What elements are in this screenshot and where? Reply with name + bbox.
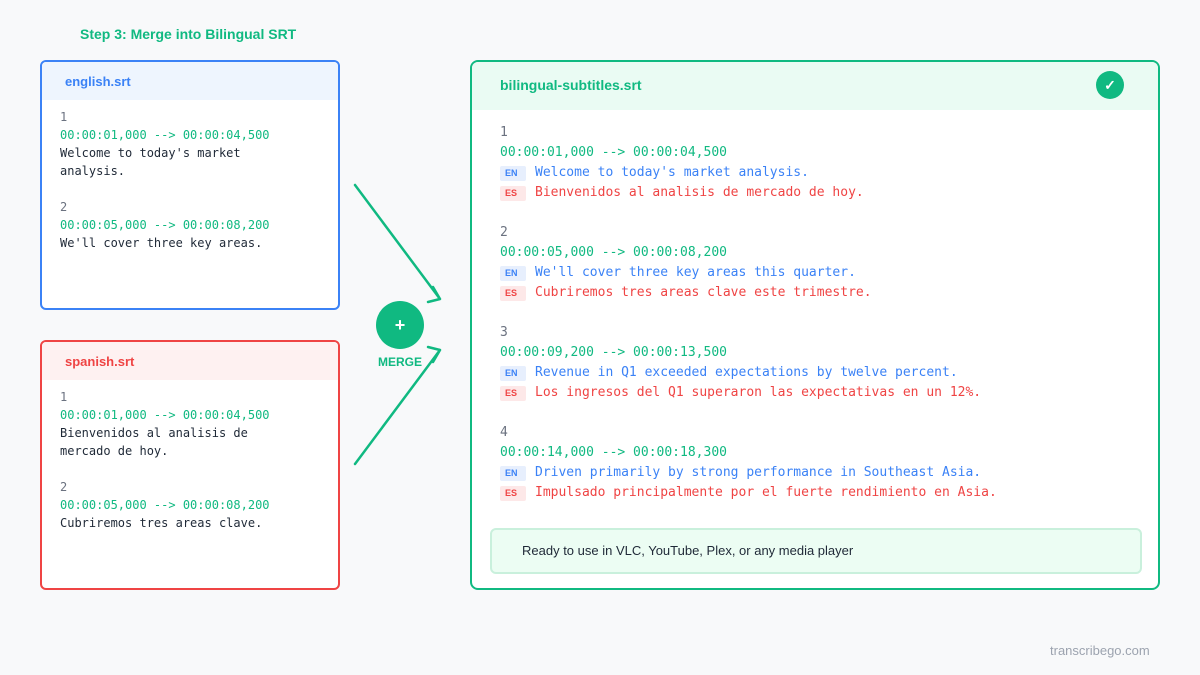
english-line: Welcome to today's market analysis. (535, 165, 809, 180)
es-language-tag: ES (500, 485, 526, 501)
spanish-line: Los ingresos del Q1 superaron las expect… (535, 385, 982, 400)
bilingual-srt-header: bilingual-subtitles.srt ✓ (472, 62, 1158, 110)
bilingual-cue: 2 00:00:05,000 --> 00:00:08,200 EN We'll … (500, 223, 1158, 303)
cue-number: 1 (60, 110, 68, 124)
cue-number: 1 (500, 125, 508, 140)
spanish-srt-filename: spanish.srt (42, 342, 338, 380)
cue-timestamp: 00:00:01,000 --> 00:00:04,500 (60, 128, 270, 142)
ready-message: Ready to use in VLC, YouTube, Plex, or a… (490, 528, 1142, 574)
bilingual-srt-panel: bilingual-subtitles.srt ✓ 1 00:00:01,000… (470, 60, 1160, 590)
english-srt-filename: english.srt (42, 62, 338, 100)
merge-arrows (353, 183, 442, 466)
es-language-tag: ES (500, 385, 526, 401)
spanish-line: Impulsado principalmente por el fuerte r… (535, 485, 997, 500)
cue-number: 2 (60, 200, 68, 214)
cue-text: Welcome to today's market analysis. (60, 146, 241, 178)
subtitle-cue: 1 00:00:01,000 --> 00:00:04,500 Bienveni… (60, 388, 338, 460)
subtitle-cue: 1 00:00:01,000 --> 00:00:04,500 Welcome … (60, 108, 338, 180)
cue-timestamp: 00:00:05,000 --> 00:00:08,200 (500, 245, 727, 260)
bilingual-srt-filename: bilingual-subtitles.srt (500, 77, 642, 93)
english-srt-panel: english.srt 1 00:00:01,000 --> 00:00:04,… (40, 60, 340, 310)
cue-timestamp: 00:00:05,000 --> 00:00:08,200 (60, 498, 270, 512)
footer-watermark: transcribego.com (1050, 643, 1150, 658)
english-line: Revenue in Q1 exceeded expectations by t… (535, 365, 958, 380)
en-language-tag: EN (500, 165, 526, 181)
cue-timestamp: 00:00:01,000 --> 00:00:04,500 (500, 145, 727, 160)
cue-number: 3 (500, 325, 508, 340)
cue-number: 2 (500, 225, 508, 240)
english-arrow (353, 183, 442, 304)
spanish-line: Cubriremos tres areas clave este trimest… (535, 285, 872, 300)
en-language-tag: EN (500, 465, 526, 481)
cue-timestamp: 00:00:14,000 --> 00:00:18,300 (500, 445, 727, 460)
en-language-tag: EN (500, 265, 526, 281)
spanish-srt-panel: spanish.srt 1 00:00:01,000 --> 00:00:04,… (40, 340, 340, 590)
english-line: We'll cover three key areas this quarter… (535, 265, 856, 280)
check-icon: ✓ (1096, 71, 1124, 99)
step-title: Step 3: Merge into Bilingual SRT (80, 26, 297, 42)
cue-number: 4 (500, 425, 508, 440)
merge-label: MERGE (377, 355, 422, 369)
es-language-tag: ES (500, 285, 526, 301)
bilingual-cue: 1 00:00:01,000 --> 00:00:04,500 EN Welcom… (500, 123, 1158, 203)
cue-timestamp: 00:00:05,000 --> 00:00:08,200 (60, 218, 270, 232)
merge-plus-icon: + (376, 301, 424, 349)
cue-number: 2 (60, 480, 68, 494)
cue-text: Bienvenidos al analisis de mercado de ho… (60, 426, 248, 458)
es-language-tag: ES (500, 185, 526, 201)
subtitle-cue: 2 00:00:05,000 --> 00:00:08,200 Cubrirem… (60, 478, 338, 532)
cue-text: We'll cover three key areas. (60, 236, 263, 250)
bilingual-cue: 3 00:00:09,200 --> 00:00:13,500 EN Revenu… (500, 323, 1158, 403)
cue-number: 1 (60, 390, 68, 404)
bilingual-cue: 4 00:00:14,000 --> 00:00:18,300 EN Driven… (500, 423, 1158, 503)
english-line: Driven primarily by strong performance i… (535, 465, 982, 480)
spanish-line: Bienvenidos al analisis de mercado de ho… (535, 185, 864, 200)
en-language-tag: EN (500, 365, 526, 381)
cue-text: Cubriremos tres areas clave. (60, 516, 263, 530)
spanish-arrow (353, 345, 442, 466)
cue-timestamp: 00:00:09,200 --> 00:00:13,500 (500, 345, 727, 360)
cue-timestamp: 00:00:01,000 --> 00:00:04,500 (60, 408, 270, 422)
subtitle-cue: 2 00:00:05,000 --> 00:00:08,200 We'll co… (60, 198, 338, 252)
